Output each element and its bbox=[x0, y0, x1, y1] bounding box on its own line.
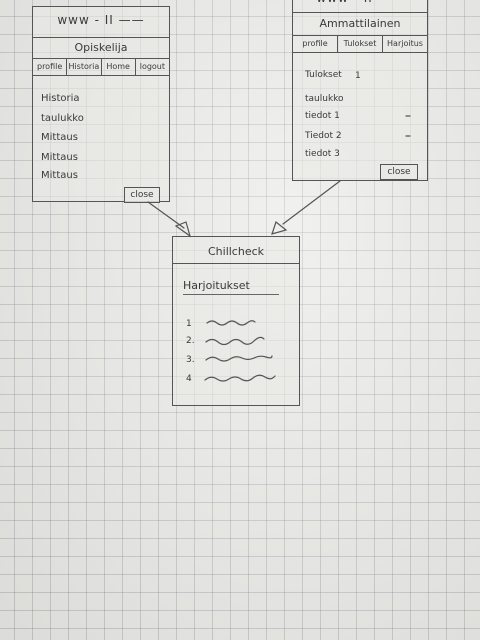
student-list-item[interactable]: Mittaus bbox=[41, 132, 78, 143]
student-wireframe: www - II —— Opiskelija profile Historia … bbox=[32, 6, 170, 202]
exercise-scribble bbox=[205, 355, 273, 362]
exercise-number: 4 bbox=[186, 374, 192, 384]
professional-page-title: Ammattilainen bbox=[319, 17, 401, 30]
professional-url-bar: www - II —— bbox=[293, 0, 427, 13]
arrow-right bbox=[282, 180, 341, 225]
tab-profile[interactable]: profile bbox=[33, 59, 68, 75]
arrow-left-head bbox=[174, 221, 192, 238]
chillcheck-title: Chillcheck bbox=[207, 245, 265, 258]
professional-close-button[interactable]: close bbox=[380, 164, 418, 180]
student-list-item[interactable]: Historia bbox=[41, 93, 80, 104]
student-page-title: Opiskelija bbox=[74, 41, 128, 54]
tab-tulokset[interactable]: Tulokset bbox=[338, 36, 383, 52]
student-url-bar: www - II —— bbox=[33, 7, 169, 38]
title-divider bbox=[173, 263, 299, 264]
exercise-number: 1 bbox=[186, 319, 192, 329]
professional-list-item[interactable]: taulukko bbox=[305, 94, 344, 104]
student-list-item[interactable]: Mittaus bbox=[41, 170, 78, 181]
exercises-heading: Harjoitukset bbox=[183, 279, 250, 292]
tab-profile[interactable]: profile bbox=[293, 36, 338, 52]
student-tab-bar: profile Historia Home logout bbox=[33, 58, 169, 76]
professional-tab-bar: profile Tulokset Harjoitus bbox=[293, 35, 427, 53]
exercise-scribble bbox=[204, 374, 276, 382]
arrow-right-head bbox=[271, 220, 288, 235]
tab-harjoitus[interactable]: Harjoitus bbox=[387, 39, 423, 48]
tab-home[interactable]: Home bbox=[102, 59, 136, 75]
tab-historia[interactable]: Historia bbox=[67, 59, 102, 75]
exercise-scribble bbox=[206, 320, 256, 326]
heading-underline bbox=[183, 294, 279, 295]
arrow-left bbox=[147, 201, 185, 229]
professional-item-value: 1 bbox=[355, 71, 361, 81]
professional-list-item[interactable]: Tulokset bbox=[305, 70, 342, 80]
tab-logout[interactable]: logout bbox=[139, 62, 166, 71]
professional-list-item[interactable]: tiedot 1 bbox=[305, 111, 340, 121]
student-list-item[interactable]: taulukko bbox=[41, 113, 84, 124]
professional-list-item[interactable]: Tiedot 2 bbox=[305, 131, 342, 141]
professional-wireframe: www - II —— Ammattilainen profile Tuloks… bbox=[292, 0, 428, 181]
student-list-item[interactable]: Mittaus bbox=[41, 152, 78, 163]
professional-list-item[interactable]: tiedot 3 bbox=[305, 149, 340, 159]
exercise-scribble bbox=[205, 336, 265, 346]
exercise-number: 2. bbox=[186, 336, 195, 346]
student-close-button[interactable]: close bbox=[124, 187, 160, 203]
exercise-number: 3. bbox=[186, 355, 195, 365]
